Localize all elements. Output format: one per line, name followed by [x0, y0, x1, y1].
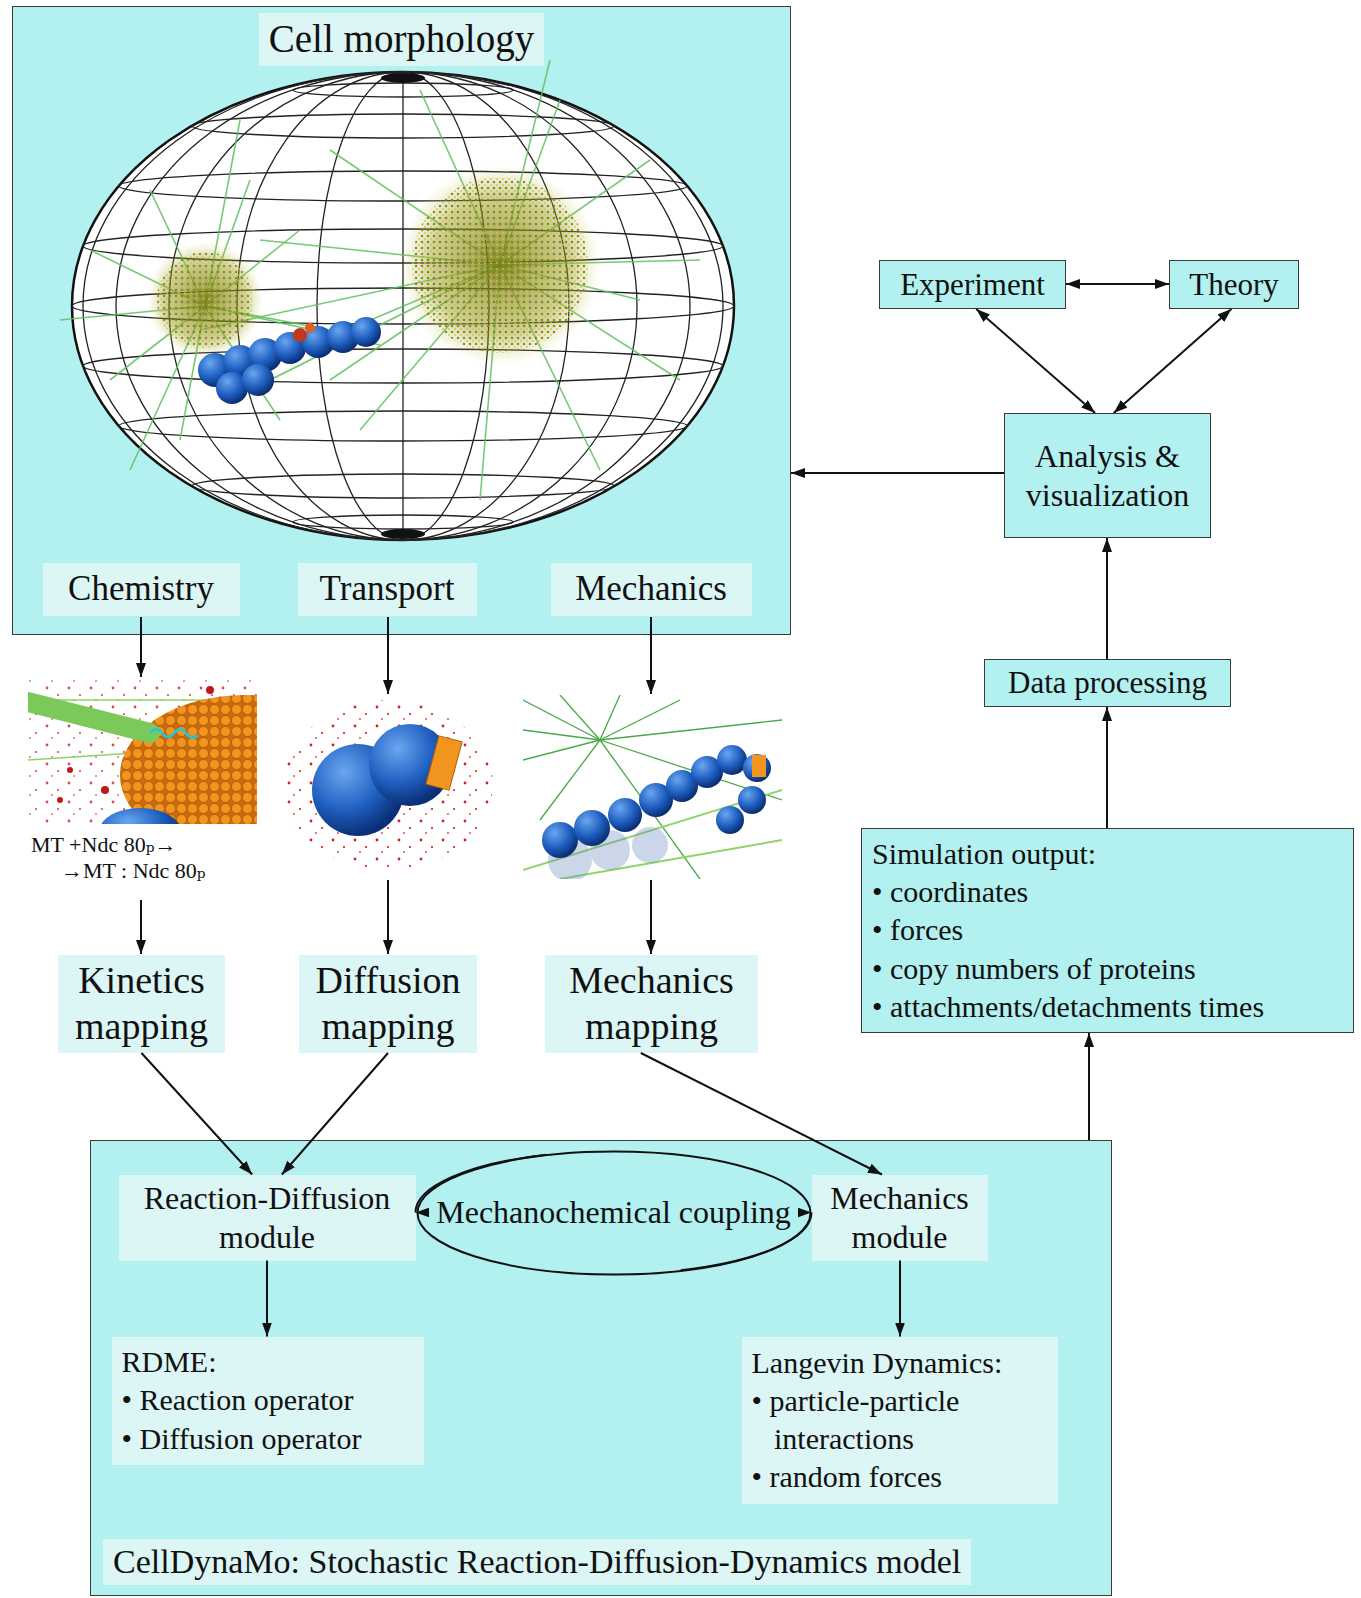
mapping-box: Kinetics mapping [58, 955, 225, 1053]
category-label: Mechanics [551, 563, 752, 616]
arrow [387, 880, 389, 954]
list-item: • random forces [752, 1458, 942, 1496]
node-text: Cell morphology [259, 13, 544, 66]
process-box: Analysis & visualization [1004, 413, 1211, 538]
node-text: Mechanics mapping [553, 958, 750, 1049]
node-text: Kinetics mapping [66, 958, 217, 1049]
node-text: Theory [1189, 266, 1279, 303]
chromosomes [198, 317, 381, 404]
illustration-panel [12, 668, 791, 907]
node-text: Analysis & visualization [1013, 437, 1202, 514]
connector-arrow [1114, 309, 1232, 413]
process-box: Experiment [879, 260, 1066, 309]
connector-arrow [641, 1053, 882, 1175]
arrow [140, 617, 142, 677]
list-item: • coordinates [872, 873, 1033, 911]
arrow [650, 880, 652, 954]
node-text: Chemistry [68, 568, 214, 610]
module-box: Reaction-Diffusion module [119, 1175, 416, 1261]
list-item: • Reaction operator [122, 1381, 354, 1419]
node-text: Langevin Dynamics: [752, 1344, 1003, 1382]
process-box: Theory [1169, 260, 1299, 309]
category-label: Chemistry [43, 563, 240, 616]
connector-arrow [976, 309, 1095, 413]
node-text: Mechanics module [820, 1179, 980, 1256]
transport-image [273, 695, 503, 879]
arrow [650, 617, 652, 694]
node-text: Diffusion mapping [307, 958, 469, 1049]
category-label: Transport [298, 563, 477, 616]
microtubules [60, 60, 700, 500]
node-text: Experiment [900, 266, 1045, 303]
arrow [140, 900, 142, 954]
connector-arrow [681, 1213, 812, 1271]
output-box: Simulation output:• coordinates• forces•… [861, 828, 1354, 1033]
reaction-equation: MT +Ndc 80ₚ→ →MT : Ndc 80ₚ [31, 832, 221, 885]
list-item: • forces [872, 911, 968, 949]
list-item: • copy numbers of proteins [872, 950, 1196, 988]
connector-arrow [416, 1155, 547, 1213]
node-text: Mechanics [575, 568, 727, 610]
mapping-box: Diffusion mapping [299, 955, 477, 1053]
centrosome-clouds [147, 165, 600, 365]
node-text: Simulation output: [872, 835, 1096, 873]
method-list: Langevin Dynamics:• particle-particle in… [742, 1337, 1058, 1504]
connector-arrow [282, 1053, 388, 1175]
cell-wireframe [72, 72, 734, 540]
connector-arrow [266, 1261, 268, 1337]
list-item: • particle-particle interactions [752, 1382, 1048, 1458]
mapping-panel [12, 930, 791, 1081]
mapping-box: Mechanics mapping [545, 955, 758, 1053]
connector-arrow [1106, 538, 1108, 659]
arrow [387, 617, 389, 694]
node-text: Reaction-Diffusion module [127, 1179, 408, 1256]
method-list: RDME:• Reaction operator• Diffusion oper… [112, 1337, 424, 1465]
connector-arrow [1088, 1033, 1090, 1140]
node-text: Mechanochemical coupling [436, 1193, 791, 1231]
module-box: Mechanics module [812, 1175, 988, 1261]
connector-arrow [142, 1053, 253, 1175]
connector-arrow [899, 1261, 901, 1337]
mechanics-image [523, 695, 782, 882]
list-item: • attachments/detachments times [872, 988, 1264, 1026]
model-panel: CellDynaMo: Stochastic Reaction-Diffusio… [90, 1140, 1112, 1596]
process-box: Data processing [984, 659, 1231, 707]
node-text: Data processing [1008, 664, 1207, 701]
layout-arrows [141, 617, 651, 954]
node-text: CellDynaMo: Stochastic Reaction-Diffusio… [103, 1539, 971, 1585]
node-text: RDME: [122, 1343, 217, 1381]
list-item: • Diffusion operator [122, 1420, 362, 1458]
connector-arrow [791, 472, 1004, 474]
connector-arrow [1066, 283, 1169, 285]
node-text: Transport [320, 568, 455, 610]
connector-arrow [1106, 707, 1108, 828]
